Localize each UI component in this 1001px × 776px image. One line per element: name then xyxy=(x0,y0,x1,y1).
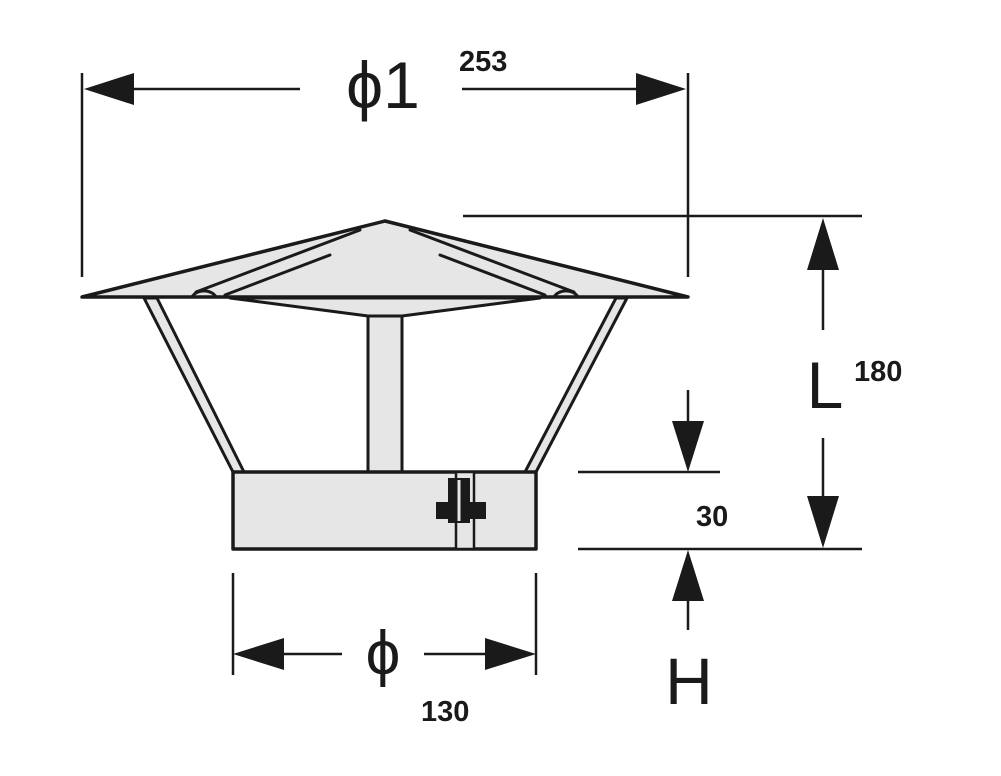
top-diameter-arrow-right xyxy=(636,73,686,105)
top-diameter-arrow-left xyxy=(84,73,134,105)
hood-rib-left-outer xyxy=(194,228,362,294)
height-arrow-bottom xyxy=(807,496,839,548)
hood-details xyxy=(190,228,580,299)
base-diameter-symbol: ϕ xyxy=(366,619,401,688)
base-collar xyxy=(231,470,538,551)
hood-rib-left-inner xyxy=(223,253,332,297)
clamp-screw xyxy=(436,478,486,523)
height-value: 180 xyxy=(854,356,902,388)
base-diameter-arrow-right xyxy=(485,638,536,670)
base-diameter-arrow-left xyxy=(233,638,284,670)
height-arrow-top xyxy=(807,218,839,270)
top-hood xyxy=(80,219,690,299)
base-height-value: 30 xyxy=(696,501,728,533)
hood-rivet-right xyxy=(552,289,580,299)
chimney-cap xyxy=(80,219,690,551)
dimension-arrowheads xyxy=(84,73,839,670)
base-height-arrow-bottom xyxy=(672,550,704,601)
top-diameter-value: 253 xyxy=(459,46,507,78)
base-diameter-value: 130 xyxy=(421,696,469,728)
hood-rib-right-inner xyxy=(438,253,547,297)
hood-rib-right-outer xyxy=(408,228,576,294)
base-height-symbol: H xyxy=(665,644,713,718)
top-diameter-symbol: ϕ1 xyxy=(346,48,420,122)
center-post xyxy=(366,296,404,474)
inner-cone xyxy=(228,296,542,318)
height-symbol: L xyxy=(807,348,844,422)
base-height-arrow-top xyxy=(672,421,704,472)
dimension-lines xyxy=(80,73,862,675)
support-leg-left xyxy=(142,296,246,474)
hood-rivet-left xyxy=(190,289,218,299)
support-leg-right xyxy=(523,296,629,474)
